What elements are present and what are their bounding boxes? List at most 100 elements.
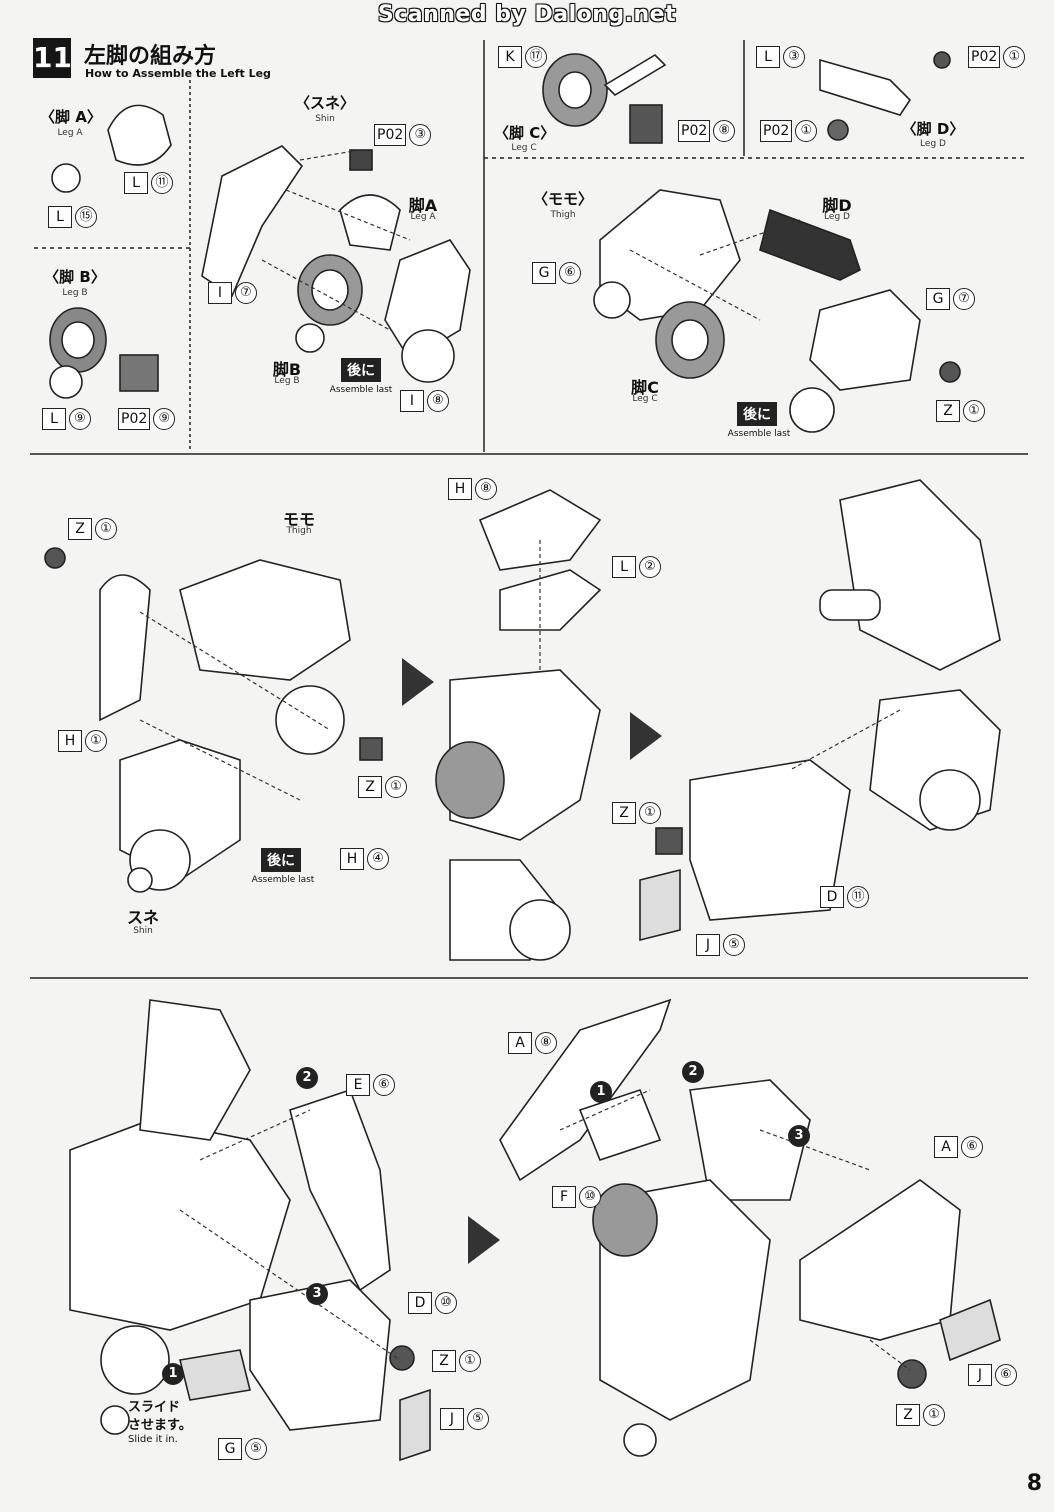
step-arrow-3 <box>468 1216 500 1264</box>
step-arrow-2 <box>630 712 662 760</box>
sune-caption-en: Shin <box>133 926 153 936</box>
momo-caption-en: Thigh <box>286 526 312 536</box>
assembly-3-upper-shape <box>839 479 1001 671</box>
leg-a-caption: 脚A <box>408 196 438 215</box>
assemble-last-en-1: Assemble last <box>329 385 393 395</box>
shin-label: 〈スネ〉 <box>294 94 355 112</box>
j5-part-2-shape <box>399 1388 431 1462</box>
knee-ring-shape <box>275 685 345 755</box>
e6-part-shape <box>289 1088 391 1292</box>
j6-part-shape <box>939 1298 1001 1362</box>
a6-part-shape <box>799 1179 961 1341</box>
shin-frame-mid-shape <box>99 574 151 722</box>
thigh-ring-shape <box>789 387 835 433</box>
leg-a-joint-shape <box>51 163 81 193</box>
leg-d-label-en: Leg D <box>920 139 946 149</box>
leg-c-caption-en: Leg C <box>632 394 658 404</box>
leg-d-insert-shape <box>759 208 861 281</box>
leg-c-label: 〈脚 C〉 <box>494 124 556 142</box>
leg-d-caption-en: Leg D <box>824 212 850 222</box>
d10-part-shape <box>249 1279 391 1431</box>
leg-b-ball-shape <box>49 365 83 399</box>
f10-part-shape <box>578 1089 662 1161</box>
thigh-label-en: Thigh <box>550 210 576 220</box>
assemble-last-badge-3: 後に <box>258 848 304 872</box>
assemble-last-en-3: Assemble last <box>251 875 315 885</box>
assembly-4-top-shape <box>139 999 251 1141</box>
slide-note-en: Slide it in. <box>128 1434 178 1445</box>
thigh-side-shape <box>809 289 921 391</box>
momo-caption: モモ <box>282 510 315 529</box>
order-marker-3a: 3 <box>306 1282 328 1305</box>
order-marker-1a: 1 <box>162 1362 184 1385</box>
assemble-last-badge-1: 後に <box>338 358 384 382</box>
shin-vent-shape <box>401 329 455 383</box>
page-number: 8 <box>1026 1471 1042 1496</box>
a8-part-shape <box>499 998 672 1182</box>
thigh-mid-shape <box>179 559 351 681</box>
leg-c-caption: 脚C <box>631 378 659 397</box>
step-subtitle: How to Assemble the Left Leg <box>85 67 271 80</box>
leg-d-tube-shape <box>819 58 912 116</box>
leg-a-label-en: Leg A <box>57 128 83 138</box>
thigh-ring-2-shape <box>593 281 631 319</box>
order-marker-2a: 2 <box>296 1066 318 1089</box>
slide-note-jp-2: させます。 <box>128 1418 192 1433</box>
shin-cap-shape <box>339 194 401 251</box>
order-marker-2b: 2 <box>682 1060 704 1083</box>
h8-part-shape <box>478 489 602 571</box>
assemble-last-en-2: Assemble last <box>727 429 791 439</box>
l2-part-shape <box>499 569 602 631</box>
scan-watermark: Scanned by Dalong.net <box>377 2 677 27</box>
leg-b-caption-en: Leg B <box>274 376 300 386</box>
leg-a-caption-en: Leg A <box>410 212 436 222</box>
assemble-last-badge-2: 後に <box>734 402 780 426</box>
leg-d-caption: 脚D <box>822 196 852 215</box>
leg-c-shaft-shape <box>603 53 667 97</box>
shin-side-shape <box>384 239 471 362</box>
leg-b-label: 〈脚 B〉 <box>44 268 106 286</box>
leg-b-caption: 脚B <box>272 360 302 379</box>
step-title: 左脚の組み方 <box>84 44 217 69</box>
leg-c-label-en: Leg C <box>511 143 537 153</box>
order-marker-1b: 1 <box>590 1080 612 1103</box>
leg-b-collar-shape <box>119 354 159 392</box>
leg-d-label: 〈脚 D〉 <box>901 120 965 138</box>
thigh-label: 〈モモ〉 <box>532 190 593 208</box>
later-label: 後に <box>341 358 381 382</box>
leg-a-label: 〈脚 A〉 <box>40 108 102 126</box>
step-arrow-1 <box>402 658 434 706</box>
shin-frame-shape <box>201 145 304 298</box>
d11-part-shape <box>689 759 851 921</box>
order-marker-3b: 3 <box>788 1124 810 1147</box>
shin-label-en: Shin <box>315 114 335 124</box>
step-number-badge: 11 <box>33 38 72 78</box>
